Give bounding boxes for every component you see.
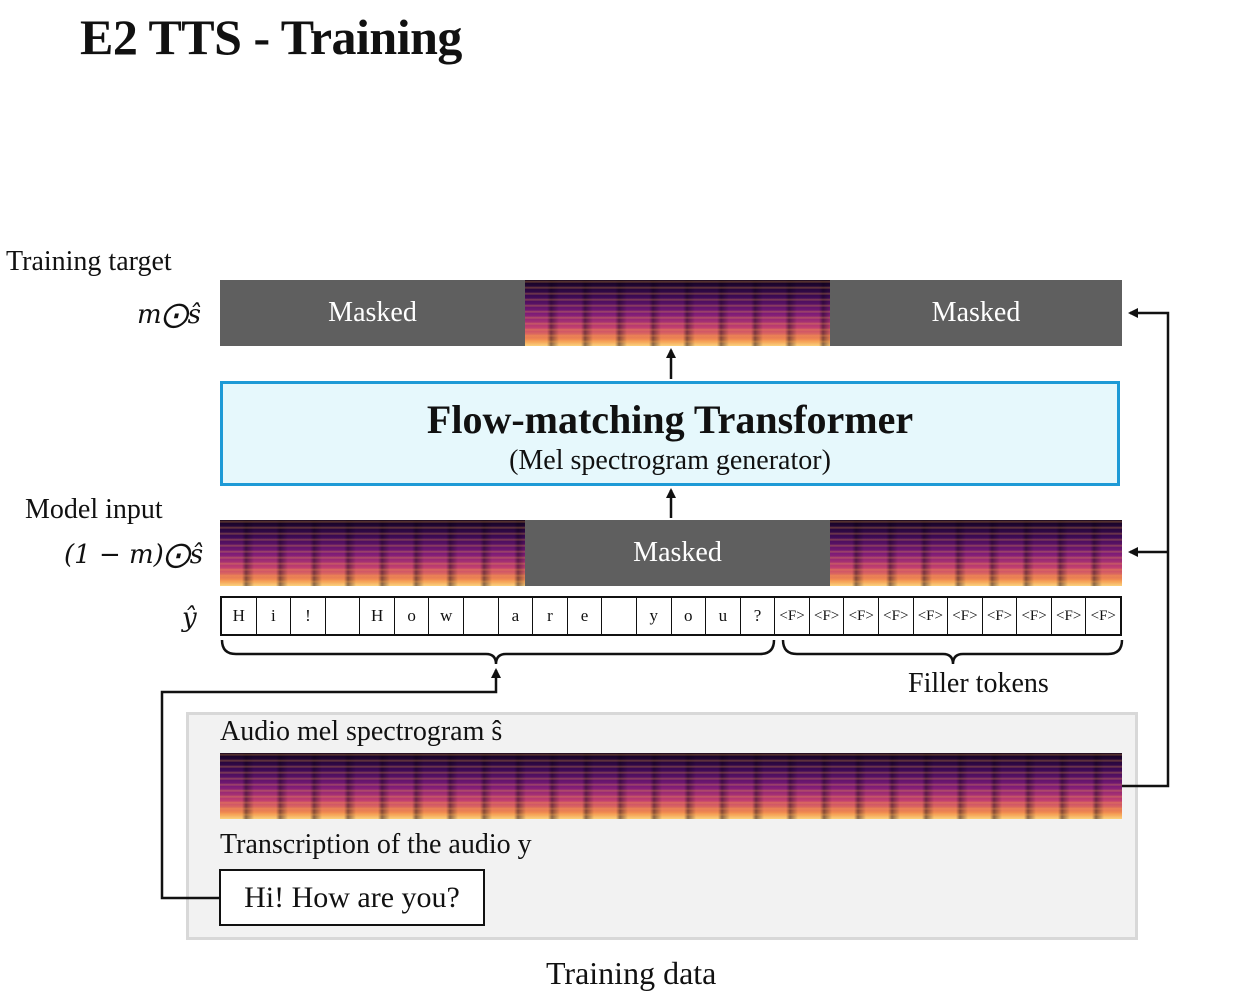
char-token: H xyxy=(360,598,395,634)
filler-token: <F> xyxy=(844,598,879,634)
transcription-label: Transcription of the audio y xyxy=(220,829,532,860)
training-data-caption: Training data xyxy=(546,955,717,991)
masked-left-block: Masked xyxy=(220,280,525,346)
connector-to-target xyxy=(1122,308,1170,788)
flow-matching-transformer-box: Flow-matching Transformer (Mel spectrogr… xyxy=(220,381,1120,486)
input-spectrogram-left xyxy=(220,520,525,586)
training-data-panel xyxy=(186,712,1138,940)
target-spectrogram-segment xyxy=(525,280,830,346)
filler-token: <F> xyxy=(1052,598,1087,634)
char-token: u xyxy=(706,598,741,634)
model-input-math: (1 − m)⨀ŝ xyxy=(64,540,204,570)
char-token: o xyxy=(672,598,707,634)
filler-token: <F> xyxy=(775,598,810,634)
brace-filler-tokens xyxy=(781,639,1124,665)
char-token: w xyxy=(429,598,465,634)
char-token xyxy=(326,598,361,634)
audio-spectrogram xyxy=(220,753,1122,819)
char-token: e xyxy=(568,598,603,634)
char-token: H xyxy=(222,598,257,634)
audio-mel-label: Audio mel spectrogram ŝ xyxy=(220,716,503,747)
transcription-box: Hi! How are you? xyxy=(219,869,485,926)
training-target-strip: Masked Masked xyxy=(220,280,1122,346)
transformer-title: Flow-matching Transformer xyxy=(426,397,914,442)
filler-token: <F> xyxy=(1090,607,1116,624)
char-token: r xyxy=(533,598,568,634)
char-token xyxy=(602,598,637,634)
filler-token: <F> xyxy=(914,598,949,634)
page-title: E2 TTS - Training xyxy=(80,9,462,65)
filler-token: <F> xyxy=(1017,598,1052,634)
filler-token: <F> xyxy=(879,598,914,634)
training-target-label: Training target xyxy=(6,246,172,277)
y-hat-symbol: ŷ xyxy=(182,603,197,633)
model-input-strip: Masked xyxy=(220,520,1122,586)
transformer-subtitle: (Mel spectrogram generator) xyxy=(509,445,831,476)
filler-tokens-label: Filler tokens xyxy=(908,668,1049,699)
char-token: a xyxy=(499,598,534,634)
char-token: o xyxy=(395,598,430,634)
char-token: y xyxy=(637,598,672,634)
brace-character-tokens xyxy=(220,639,776,665)
input-spectrogram-right xyxy=(830,520,1122,586)
char-token: i xyxy=(257,598,292,634)
filler-token: <F> xyxy=(948,598,983,634)
training-target-math: m⨀ŝ xyxy=(137,300,201,330)
masked-right-block: Masked xyxy=(830,280,1122,346)
char-token xyxy=(464,598,499,634)
char-token: ? xyxy=(741,598,776,634)
filler-token: <F> xyxy=(983,598,1018,634)
masked-middle-block: Masked xyxy=(525,520,830,586)
connector-transcription-to-tokens xyxy=(160,668,501,900)
char-token: ! xyxy=(291,598,326,634)
filler-token: <F> xyxy=(810,598,845,634)
model-input-label: Model input xyxy=(25,494,163,525)
